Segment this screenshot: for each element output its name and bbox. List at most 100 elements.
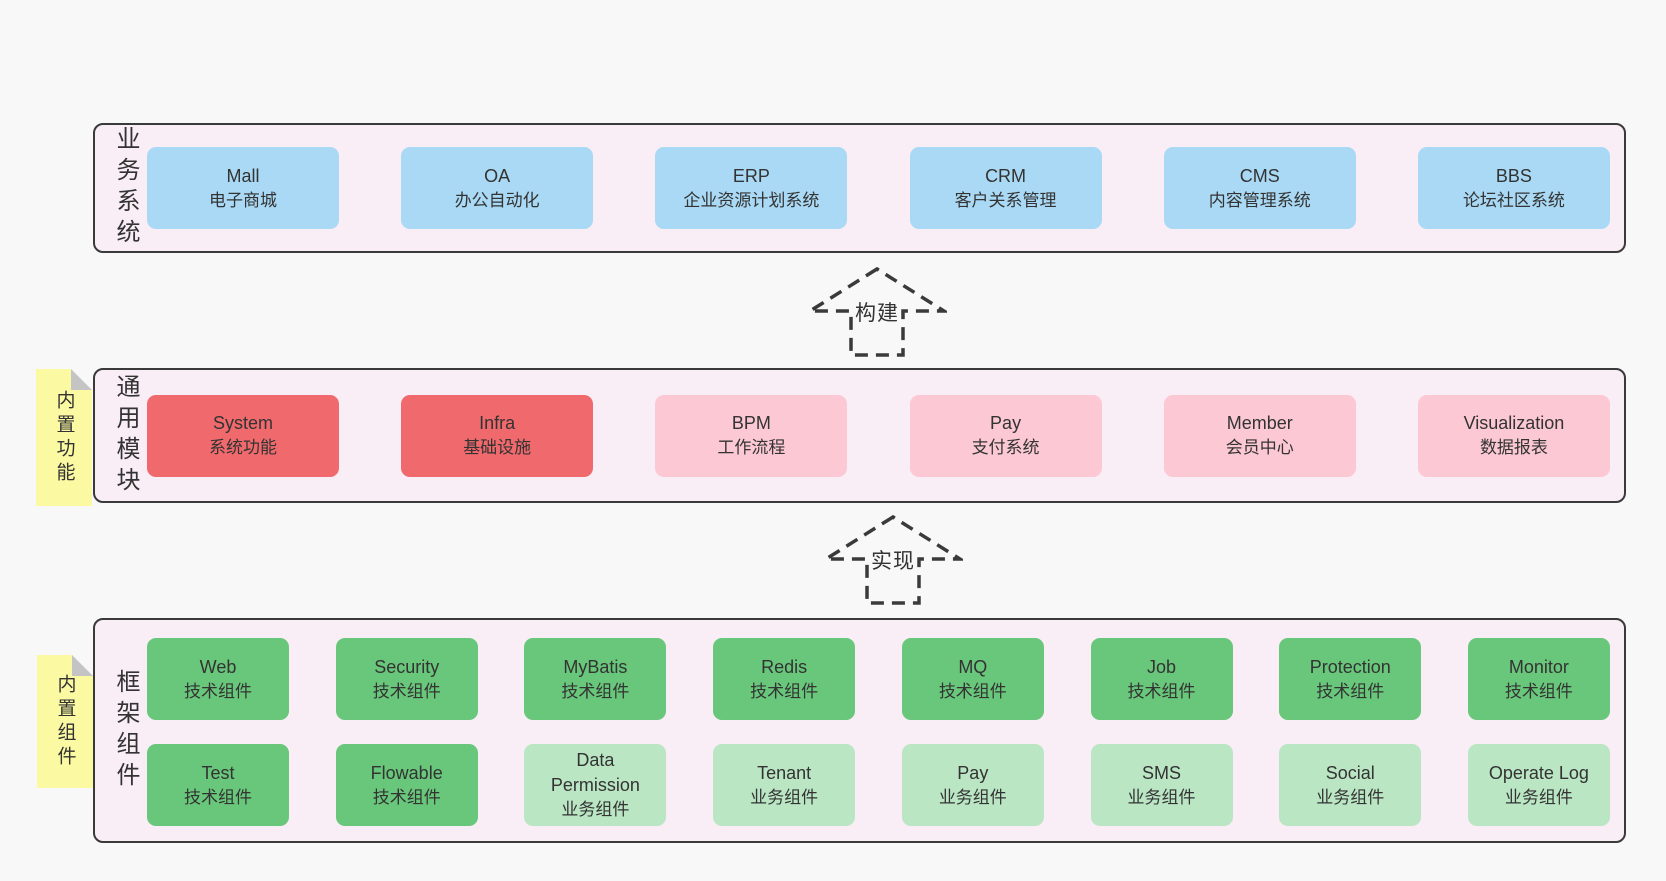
box-desc: 客户关系管理 [954,190,1057,210]
box-desc: 技术组件 [938,681,1007,701]
box-name: Mall [226,165,260,186]
box-desc: 内容管理系统 [1208,190,1311,210]
box-member: Member 会员中心 [1163,394,1356,477]
box-mybatis: MyBatis 技术组件 [524,638,667,720]
band-business-systems: 业务系统 Mall 电子商城 OA 办公自动化 ERP 企业资源计划系统 CRM… [93,123,1626,253]
box-name: OA [484,165,511,186]
components-row-1: Web 技术组件 Security 技术组件 MyBatis 技术组件 Redi… [147,638,1610,720]
box-operate-log: Operate Log 业务组件 [1467,744,1610,826]
box-desc: 业务组件 [750,787,819,807]
box-data-permission: Data Permission 业务组件 [524,744,667,826]
box-name: Tenant [757,762,812,783]
box-name: CMS [1239,165,1280,186]
box-desc: 业务组件 [561,800,630,820]
box-desc: 办公自动化 [454,190,540,210]
box-name: System [212,413,273,433]
box-name: CRM [985,165,1027,186]
box-name: Pay [957,762,989,783]
box-name: Security [374,656,440,677]
box-desc: 技术组件 [1504,681,1573,701]
box-erp: ERP 企业资源计划系统 [655,147,848,229]
folded-corner-icon [72,655,93,676]
box-desc: 电子商城 [209,190,277,210]
business-boxes-row: Mall 电子商城 OA 办公自动化 ERP 企业资源计划系统 CRM 客户关系… [147,125,1610,251]
box-social: Social 业务组件 [1279,744,1422,826]
box-desc: 论坛社区系统 [1462,190,1565,210]
box-desc: 工作流程 [717,438,786,458]
box-redis: Redis 技术组件 [713,638,856,720]
box-desc: 技术组件 [1316,681,1385,701]
box-name: ERP [732,165,770,186]
arrow-implement-label: 实现 [871,550,915,573]
box-name: Flowable [370,762,443,783]
box-job: Job 技术组件 [1090,638,1233,720]
box-name: Monitor [1508,656,1569,677]
box-name: Data Permission [550,749,640,796]
box-cms: CMS 内容管理系统 [1163,147,1356,229]
sticky-note-built-in-components: 内置组件 [37,655,93,788]
box-desc: 会员中心 [1225,438,1294,458]
box-desc: 基础设施 [463,438,532,458]
arrow-build-label: 构建 [855,302,899,325]
box-desc: 技术组件 [750,681,819,701]
box-desc: 数据报表 [1479,438,1548,458]
box-name: Pay [990,413,1022,433]
box-name: Visualization [1463,413,1565,433]
box-pay-component: Pay 业务组件 [901,744,1044,826]
arrow-up-build: 构建 [807,266,947,358]
folded-corner-icon [71,369,92,390]
box-bpm: BPM 工作流程 [655,394,848,477]
box-name: MQ [958,656,988,677]
box-name: Member [1226,413,1293,433]
box-name: Protection [1309,656,1391,677]
arrow-up-implement: 实现 [823,514,963,606]
box-name: Social [1325,762,1375,783]
box-protection: Protection 技术组件 [1279,638,1422,720]
sticky-label: 内置组件 [54,673,76,770]
box-desc: 技术组件 [372,787,441,807]
box-desc: 业务组件 [1316,787,1385,807]
box-crm: CRM 客户关系管理 [909,147,1102,229]
box-mq: MQ 技术组件 [901,638,1044,720]
box-desc: 技术组件 [561,681,630,701]
box-infra: Infra 基础设施 [401,394,594,477]
sticky-note-built-in-features: 内置功能 [36,369,92,506]
box-name: Web [199,656,237,677]
box-desc: 系统功能 [209,438,277,458]
dashed-up-arrow-icon [807,266,947,357]
components-rows: Web 技术组件 Security 技术组件 MyBatis 技术组件 Redi… [147,620,1610,841]
band-components-label: 框架组件 [112,668,139,793]
box-sms: SMS 业务组件 [1090,744,1233,826]
box-security: Security 技术组件 [335,638,478,720]
box-name: Test [201,762,235,783]
box-desc: 技术组件 [372,681,441,701]
components-row-2: Test 技术组件 Flowable 技术组件 Data Permission … [147,744,1610,826]
box-tenant: Tenant 业务组件 [713,744,856,826]
modules-boxes-row: System 系统功能 Infra 基础设施 BPM 工作流程 Pay 支付系统… [147,370,1610,501]
band-modules-label: 通用模块 [112,373,139,498]
box-name: Infra [479,413,516,433]
box-test: Test 技术组件 [147,744,289,826]
box-desc: 技术组件 [184,787,252,807]
box-system: System 系统功能 [147,394,339,477]
box-desc: 业务组件 [1127,787,1196,807]
box-desc: 企业资源计划系统 [683,190,820,210]
box-name: Operate Log [1488,762,1589,783]
dashed-up-arrow-icon [823,514,963,605]
band-framework-components: 内置组件 框架组件 Web 技术组件 Security 技术组件 MyBatis… [37,618,1626,843]
box-desc: 支付系统 [971,438,1040,458]
box-monitor: Monitor 技术组件 [1467,638,1610,720]
box-name: MyBatis [563,656,628,677]
box-oa: OA 办公自动化 [401,147,594,229]
band-common-modules: 内置功能 通用模块 System 系统功能 Infra 基础设施 BPM 工作流… [36,368,1626,506]
box-name: SMS [1142,762,1182,783]
band-business-label: 业务系统 [112,126,139,250]
box-bbs: BBS 论坛社区系统 [1417,147,1610,229]
box-name: Redis [761,656,808,677]
box-name: Job [1147,656,1177,677]
sticky-label: 内置功能 [53,389,75,486]
box-desc: 业务组件 [938,787,1007,807]
box-mall: Mall 电子商城 [147,147,339,229]
box-desc: 技术组件 [1127,681,1196,701]
box-pay: Pay 支付系统 [909,394,1102,477]
